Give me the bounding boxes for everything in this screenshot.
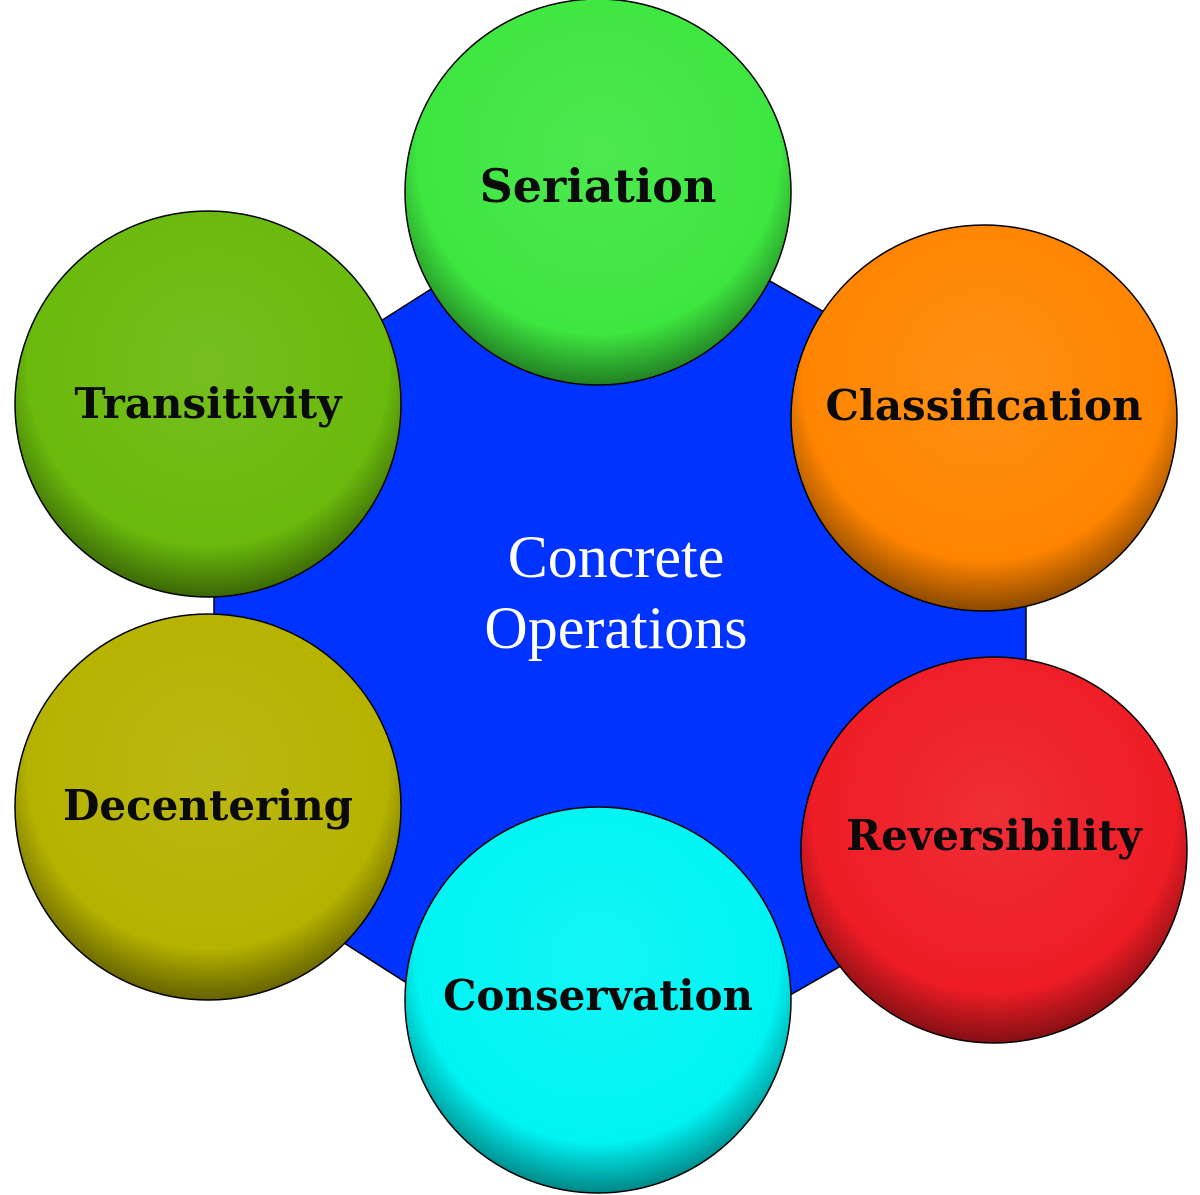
node-classification: Classification: [790, 224, 1178, 612]
node-circle: [404, 806, 792, 1194]
node-label: Transitivity: [74, 379, 343, 428]
node-transitivity: Transitivity: [14, 210, 402, 598]
node-circle: [14, 613, 402, 1001]
node-circle: [800, 656, 1188, 1044]
center-title-line-2: Operations: [484, 595, 747, 661]
node-circle: [790, 224, 1178, 612]
node-decentering: Decentering: [14, 613, 402, 1001]
node-seriation: Seriation: [404, 0, 792, 386]
node-reversibility: Reversibility: [800, 656, 1188, 1044]
node-label: Seriation: [480, 159, 717, 213]
node-conservation: Conservation: [404, 806, 792, 1194]
center-title-line-1: Concrete: [508, 524, 725, 590]
node-label: Classification: [825, 381, 1142, 430]
node-circle: [404, 0, 792, 386]
node-label: Conservation: [443, 971, 753, 1020]
node-circle: [14, 210, 402, 598]
node-label: Reversibility: [846, 811, 1143, 860]
node-label: Decentering: [63, 781, 353, 830]
